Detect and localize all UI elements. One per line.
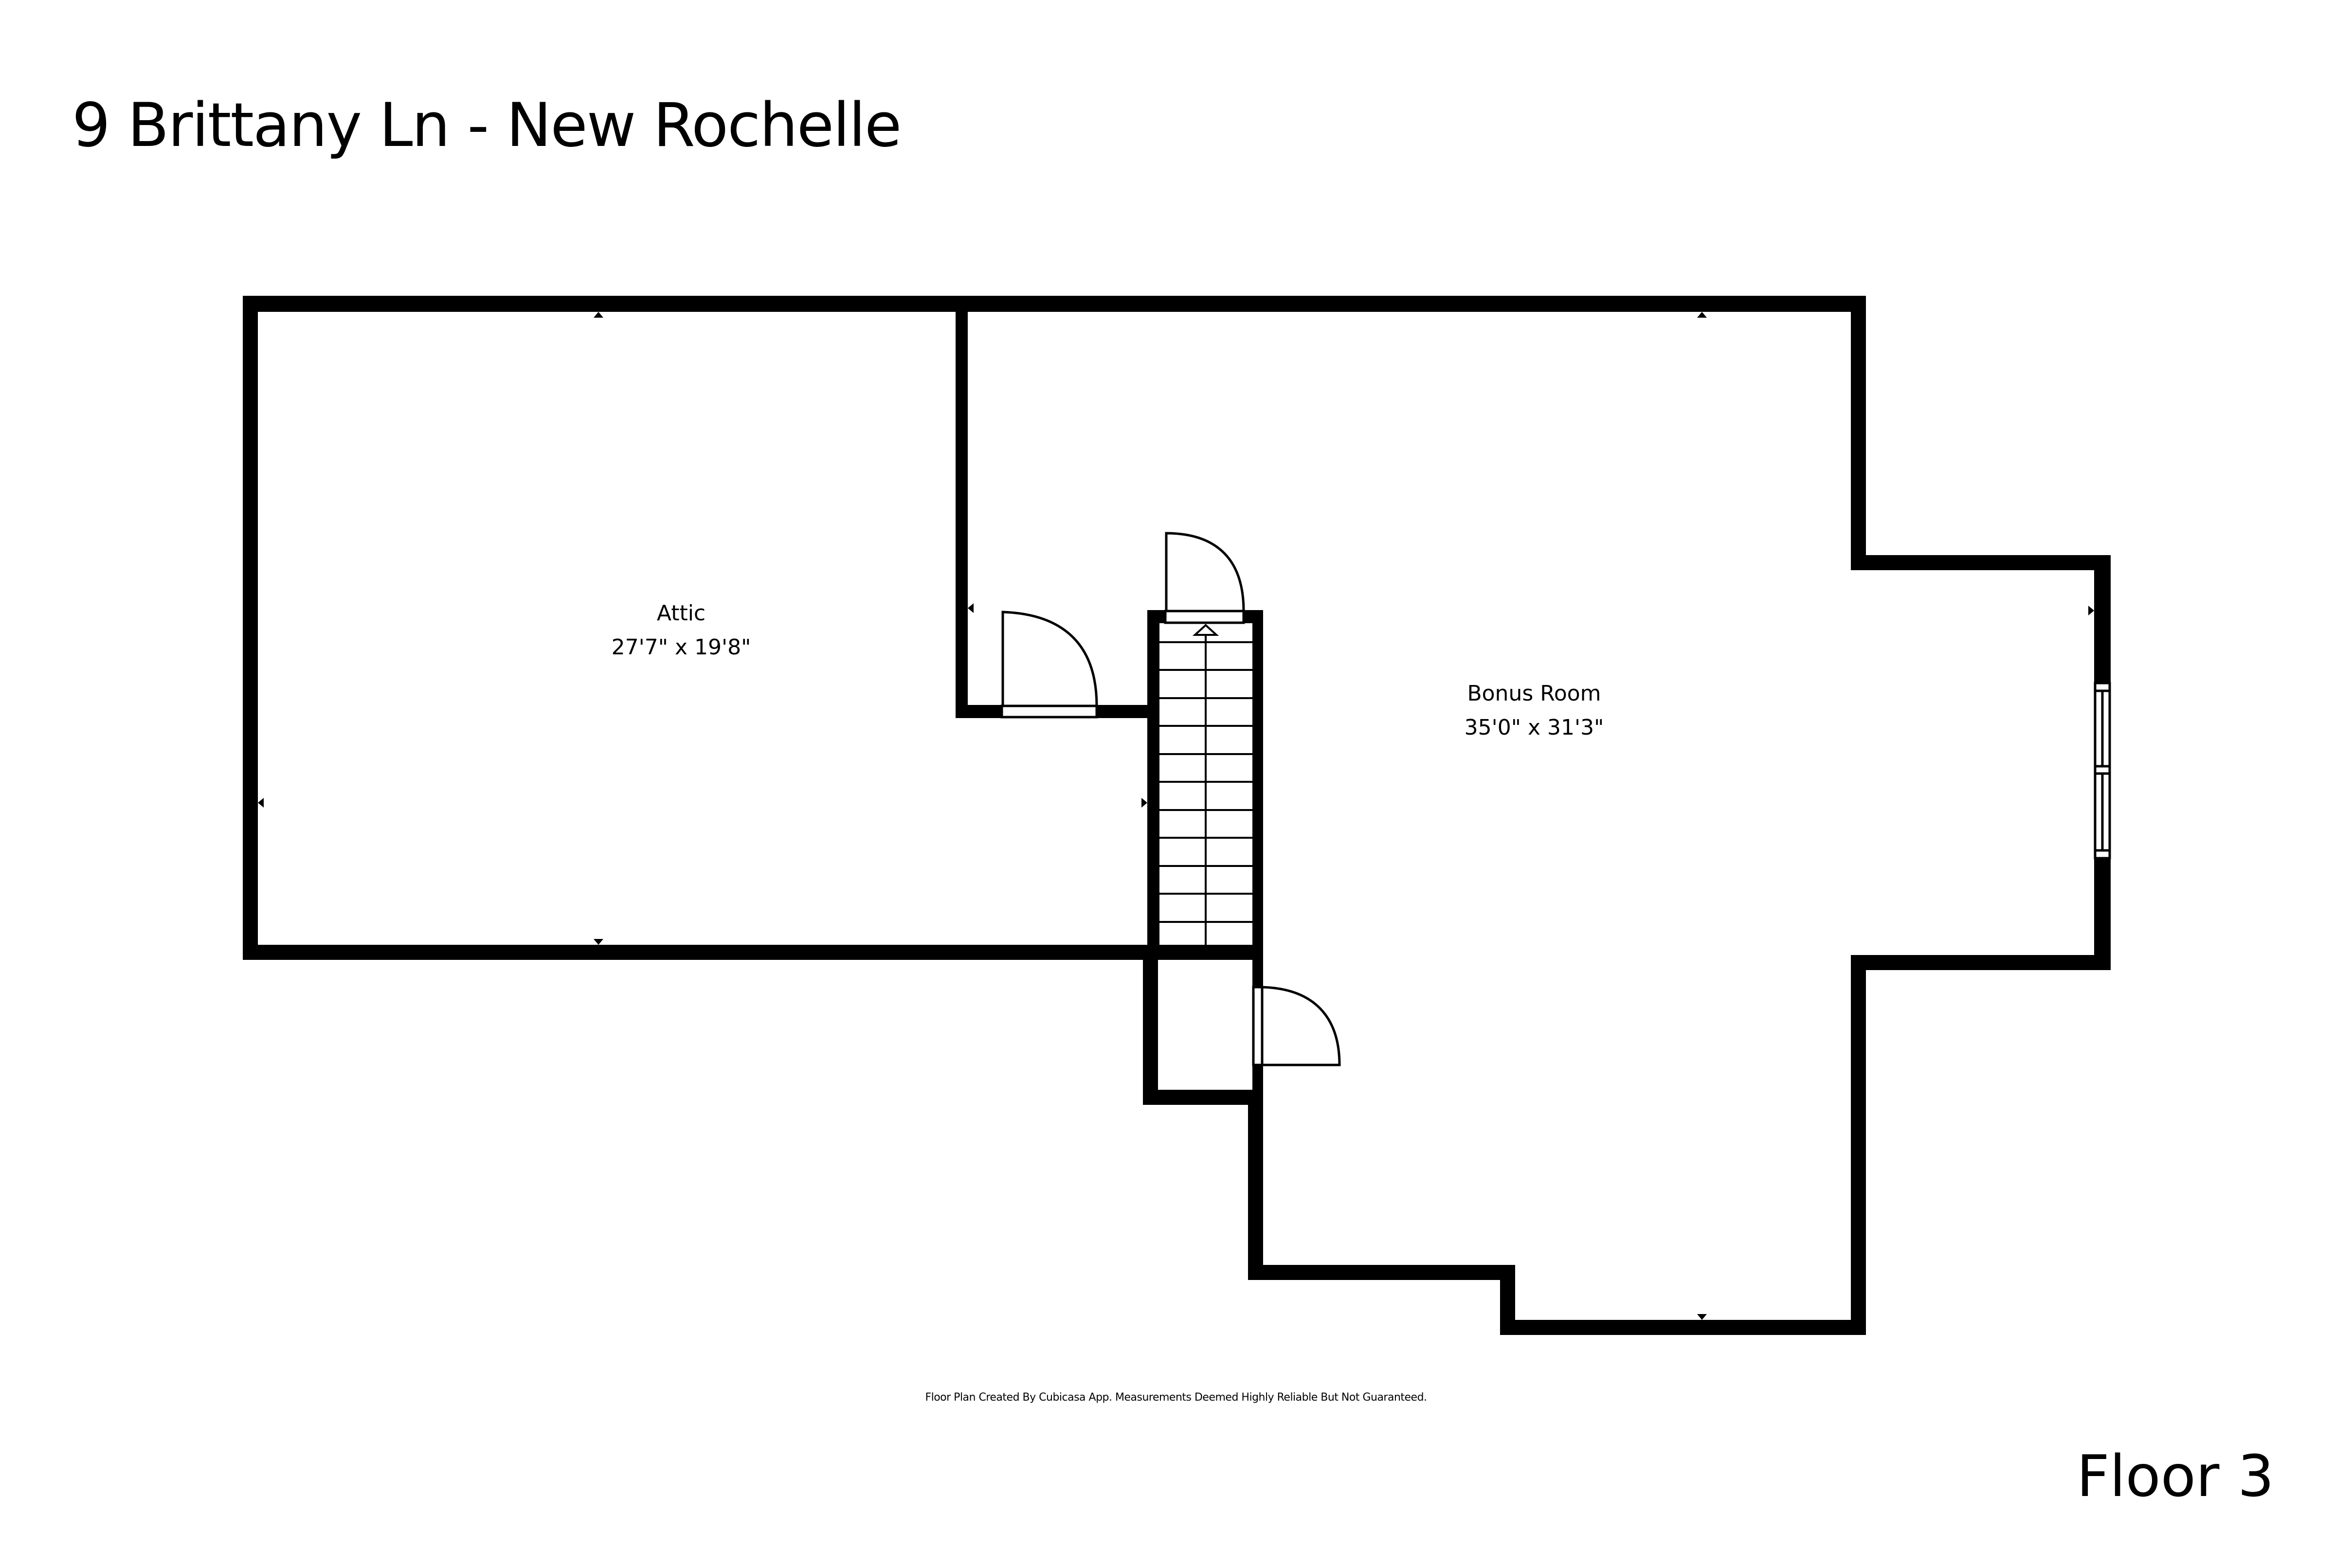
walls [243, 296, 2111, 1335]
door-icon-stairs [1164, 532, 1245, 624]
door-icon-closet [1252, 986, 1341, 1066]
property-title: 9 Brittany Ln - New Rochelle [72, 90, 902, 161]
room-name-attic: Attic [657, 601, 706, 626]
disclaimer-text: Floor Plan Created By Cubicasa App. Meas… [925, 1391, 1427, 1404]
floor-label: Floor 3 [2076, 1442, 2274, 1510]
room-dimensions-bonus-room: 35'0" x 31'3" [1465, 715, 1604, 740]
room-dimensions-attic: 27'7" x 19'8" [612, 635, 751, 660]
dimension-markers [258, 312, 2094, 1320]
stairs-icon [1159, 624, 1252, 945]
room-name-bonus-room: Bonus Room [1467, 681, 1601, 706]
door-icon-attic [1000, 611, 1098, 719]
window-icon [2094, 682, 2111, 860]
